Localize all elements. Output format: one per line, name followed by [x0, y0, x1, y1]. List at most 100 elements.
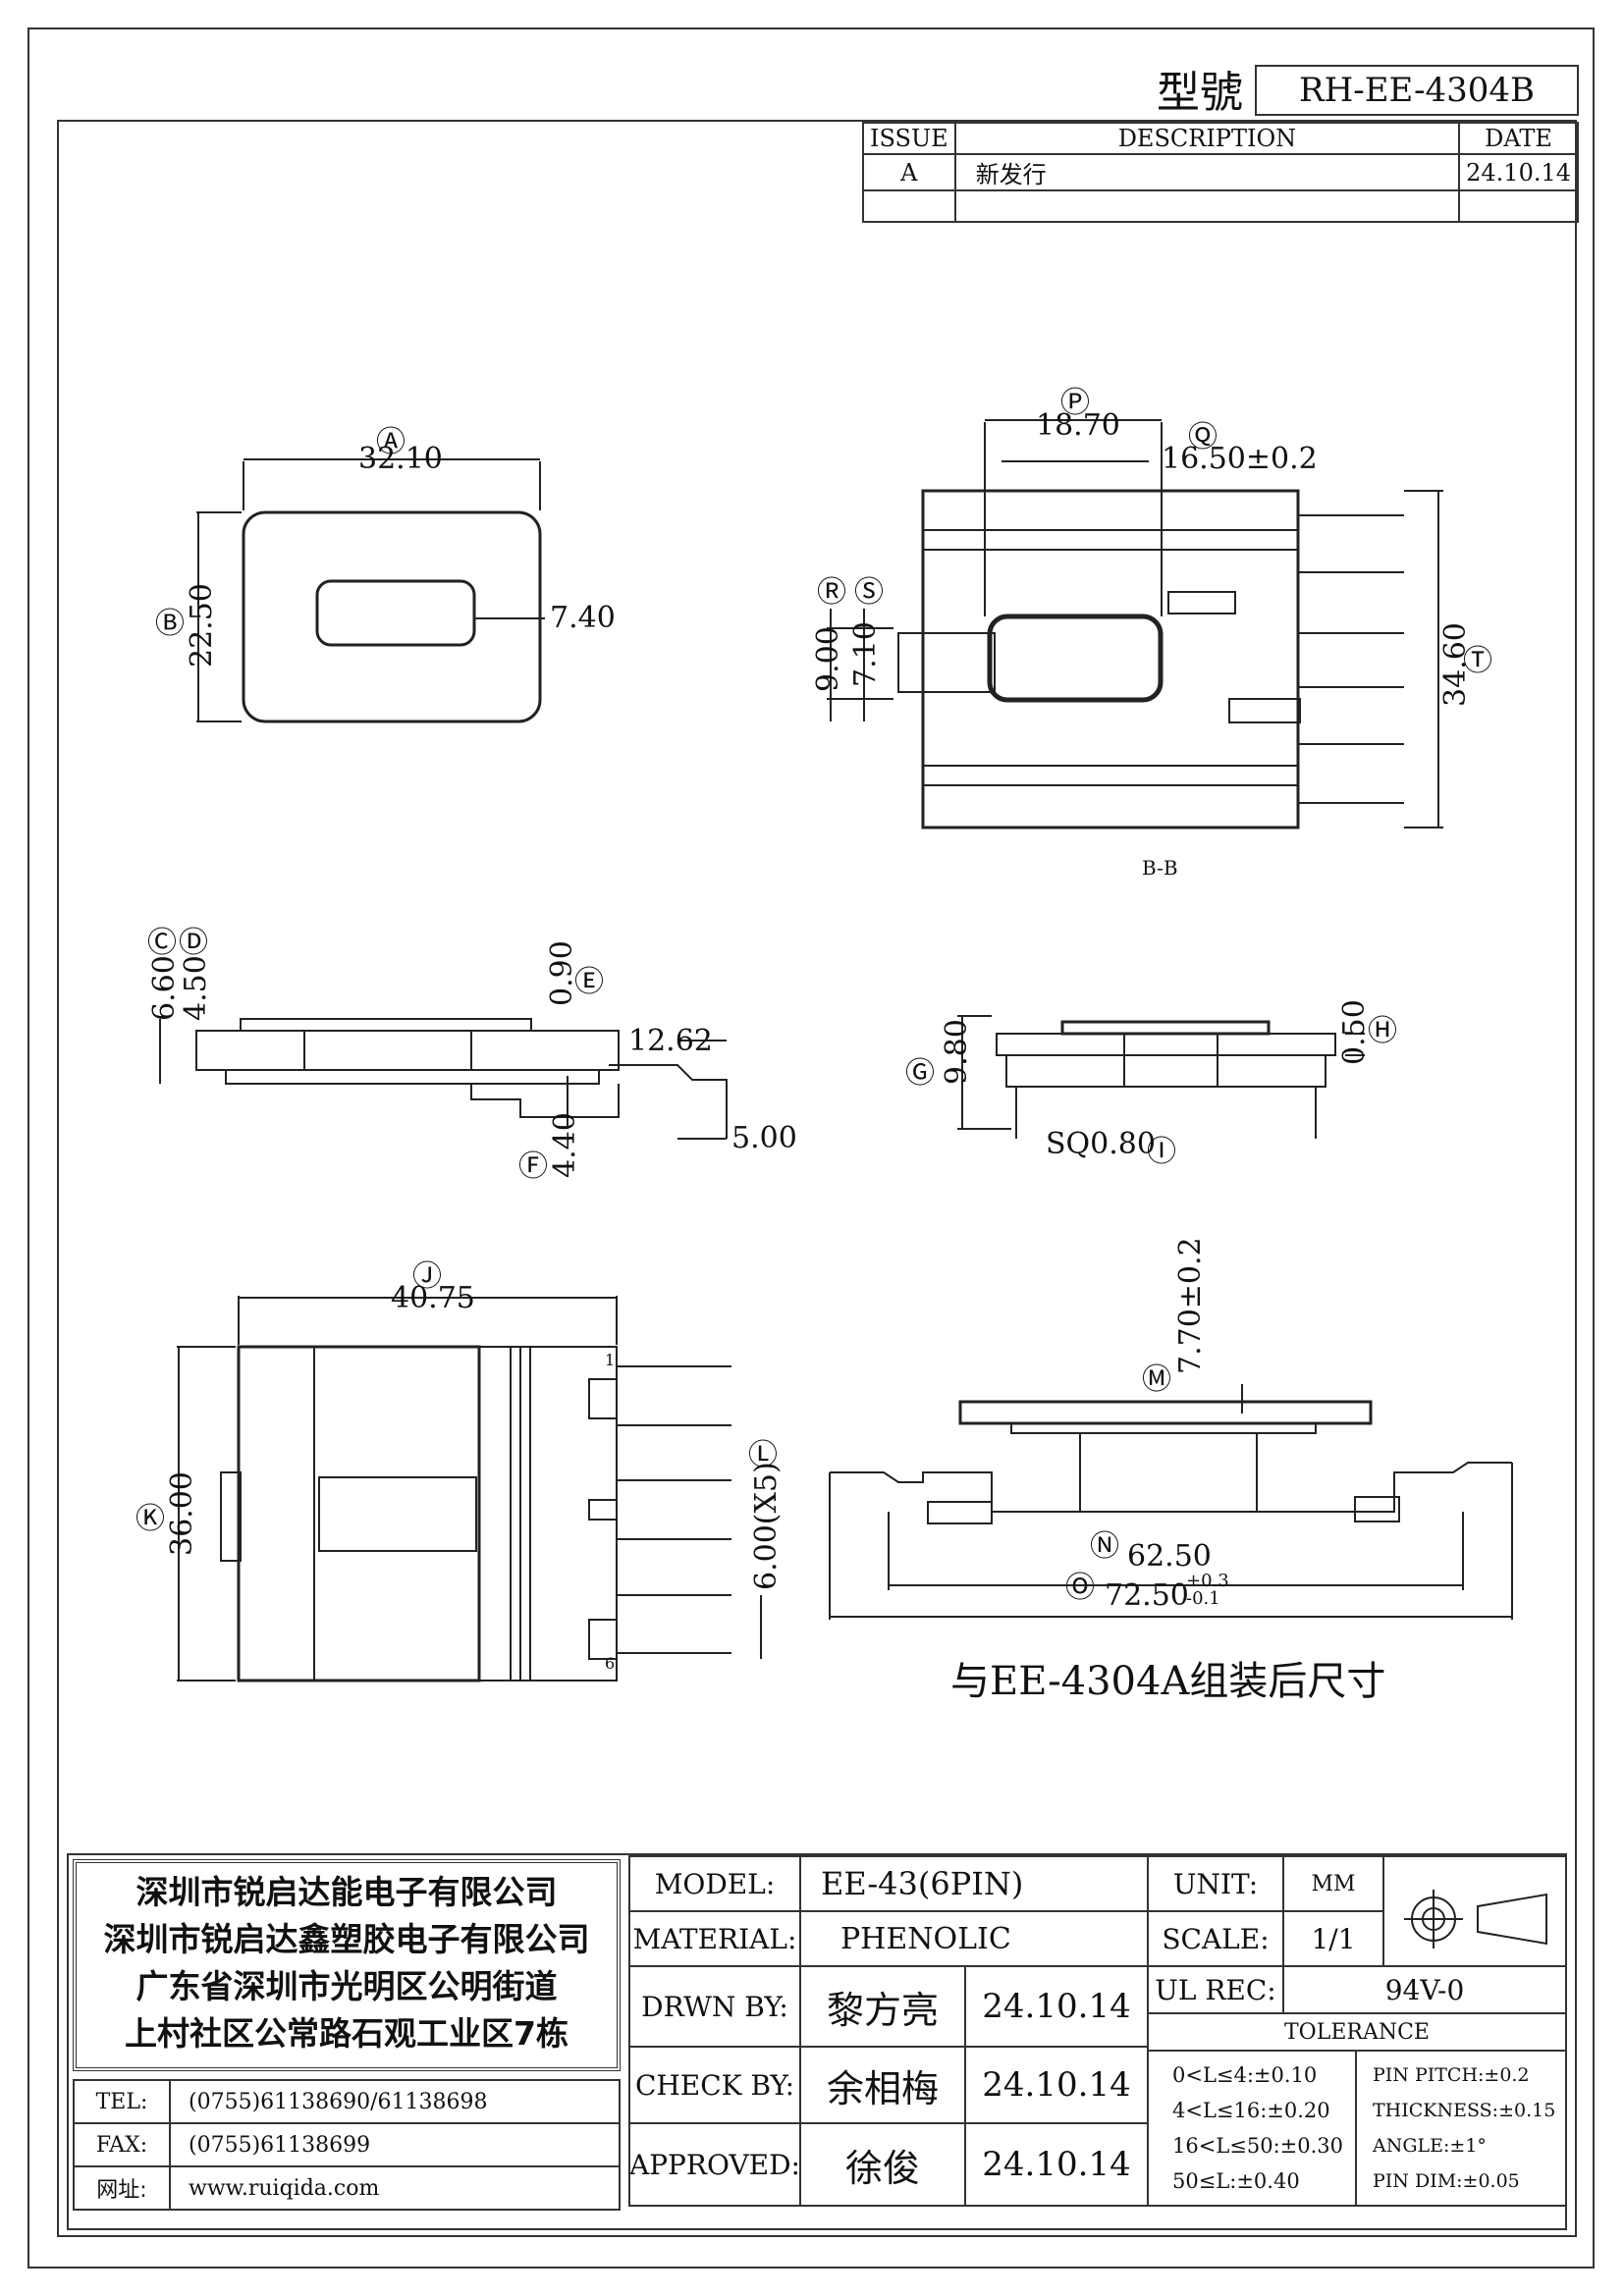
dim-o-tol-minus: -0.1	[1186, 1588, 1220, 1609]
dim-g: 9.80	[940, 1019, 974, 1085]
tolerance-row: 0<L≤4:±0.10	[1172, 2063, 1318, 2087]
bottom-pins	[588, 1365, 731, 1660]
model-number: RH-EE-4304B	[1255, 65, 1579, 116]
dim-i: SQ0.80	[1046, 1127, 1156, 1161]
pin-first-label: 1	[605, 1351, 616, 1369]
marker-e: Ⓔ	[574, 965, 604, 999]
fax-value: (0755)61138699	[169, 2122, 621, 2167]
approved-by: 徐俊	[799, 2122, 966, 2207]
marker-a: Ⓐ	[376, 425, 406, 459]
description-header: DESCRIPTION	[953, 122, 1461, 155]
marker-k: Ⓚ	[135, 1502, 165, 1536]
fax-label: FAX:	[73, 2122, 171, 2167]
marker-n: Ⓝ	[1090, 1529, 1119, 1564]
dim-k: 36.00	[165, 1471, 199, 1556]
marker-q: Ⓠ	[1188, 420, 1218, 454]
issue-header: ISSUE	[862, 122, 956, 155]
section-pins	[1296, 491, 1404, 828]
company-box: 深圳市锐启达能电子有限公司 深圳市锐启达鑫塑胶电子有限公司 广东省深圳市光明区公…	[73, 1859, 621, 2071]
approved-label: APPROVED:	[628, 2122, 801, 2207]
revision-table: ISSUE DESCRIPTION DATE A 新发行 24.10.14	[862, 122, 1579, 223]
tolerance-row: THICKNESS:±0.15	[1373, 2100, 1556, 2121]
marker-h: Ⓗ	[1368, 1014, 1397, 1048]
marker-f: Ⓕ	[518, 1149, 548, 1184]
model-field-label: MODEL:	[628, 1855, 801, 1912]
check-date: 24.10.14	[964, 2046, 1149, 2124]
ul-value: 94V-0	[1282, 1965, 1567, 2014]
inner-frame	[57, 120, 1577, 2237]
marker-r: Ⓡ	[817, 575, 846, 610]
dim-h: 0.50	[1337, 999, 1372, 1065]
material-value: PHENOLIC	[799, 1910, 1149, 1967]
marker-g: Ⓖ	[905, 1056, 935, 1091]
marker-m: Ⓜ	[1142, 1362, 1171, 1397]
tolerance-ranges: 0<L≤4:±0.10 4<L≤16:±0.20 16<L≤50:±0.30 5…	[1147, 2050, 1357, 2207]
marker-p: Ⓟ	[1060, 386, 1090, 420]
dim-p: 18.70	[1036, 408, 1120, 443]
dim-r: 9.00	[811, 626, 845, 692]
issue-cell	[862, 189, 956, 223]
dim-d: 4.50	[179, 955, 213, 1021]
tolerance-row: PIN DIM:±0.05	[1373, 2170, 1520, 2192]
assembly-view	[829, 1384, 1513, 1620]
dim-m: 7.70±0.2	[1173, 1237, 1208, 1374]
ul-label: UL REC:	[1147, 1965, 1284, 2014]
dim-o: 72.50	[1105, 1578, 1189, 1613]
dim-j: 40.75	[391, 1281, 475, 1315]
tel-label: TEL:	[73, 2079, 171, 2124]
approved-date: 24.10.14	[964, 2122, 1149, 2207]
web-label: 网址:	[73, 2165, 171, 2211]
assembly-note: 与EE-4304A组装后尺寸	[950, 1659, 1386, 1704]
marker-t: Ⓣ	[1463, 644, 1492, 678]
model-field-value: EE-43(6PIN)	[799, 1855, 1149, 1912]
company-line: 深圳市锐启达鑫塑胶电子有限公司	[103, 1920, 590, 1958]
tolerance-specs: PIN PITCH:±0.2 THICKNESS:±0.15 ANGLE:±1°…	[1355, 2050, 1567, 2207]
projection-symbol	[1404, 1890, 1547, 1949]
dim-side-lead-height: 5.00	[731, 1121, 797, 1155]
section-label: B-B	[1142, 856, 1178, 880]
date-cell	[1458, 189, 1579, 223]
company-line: 广东省深圳市光明区公明街道	[135, 1967, 558, 2005]
tolerance-label: TOLERANCE	[1147, 2012, 1567, 2052]
material-label: MATERIAL:	[628, 1910, 801, 1967]
projection-cell	[1382, 1855, 1567, 1967]
dim-o-tolerance: +0.3-0.1	[1186, 1573, 1229, 1608]
dim-s: 7.10	[848, 621, 883, 687]
tolerance-row: 16<L≤50:±0.30	[1172, 2134, 1344, 2158]
drawn-date: 24.10.14	[964, 1965, 1149, 2048]
marker-c: Ⓒ	[147, 926, 177, 960]
check-label: CHECK BY:	[628, 2046, 801, 2124]
dim-a: 32.10	[358, 442, 443, 476]
date-cell: 24.10.14	[1458, 153, 1579, 191]
dim-side-lead: 12.62	[628, 1024, 713, 1058]
front-view	[957, 1015, 1365, 1139]
top-view	[196, 458, 545, 723]
pin-last-label: 6	[605, 1654, 616, 1673]
date-header: DATE	[1458, 122, 1579, 155]
revision-row: A 新发行 24.10.14	[862, 153, 1579, 191]
revision-header-row: ISSUE DESCRIPTION DATE	[862, 122, 1579, 155]
unit-label: UNIT:	[1147, 1855, 1284, 1912]
marker-i: Ⓘ	[1147, 1135, 1176, 1169]
dim-o-tol-plus: +0.3	[1186, 1571, 1229, 1591]
web-value: www.ruiqida.com	[169, 2165, 621, 2211]
dim-inner-width: 7.40	[550, 601, 616, 635]
side-view	[159, 1018, 728, 1140]
description-cell: 新发行	[953, 153, 1461, 191]
outer-frame	[27, 27, 1595, 2269]
tolerance-row: ANGLE:±1°	[1373, 2135, 1487, 2157]
marker-b: Ⓑ	[155, 607, 185, 641]
tolerance-row: 4<L≤16:±0.20	[1172, 2099, 1330, 2122]
marker-d: Ⓓ	[179, 926, 208, 960]
marker-l: Ⓛ	[748, 1438, 778, 1472]
dim-n: 62.50	[1127, 1539, 1212, 1574]
tolerance-row: PIN PITCH:±0.2	[1373, 2064, 1530, 2086]
description-cell	[953, 189, 1461, 223]
bottom-view	[177, 1296, 762, 1682]
unit-value: MM	[1282, 1855, 1384, 1912]
scale-value: 1/1	[1282, 1910, 1384, 1967]
tolerance-row: 50≤L:±0.40	[1172, 2169, 1300, 2193]
company-line: 上村社区公常路石观工业区7栋	[125, 2014, 568, 2053]
drawn-label: DRWN BY:	[628, 1965, 801, 2048]
